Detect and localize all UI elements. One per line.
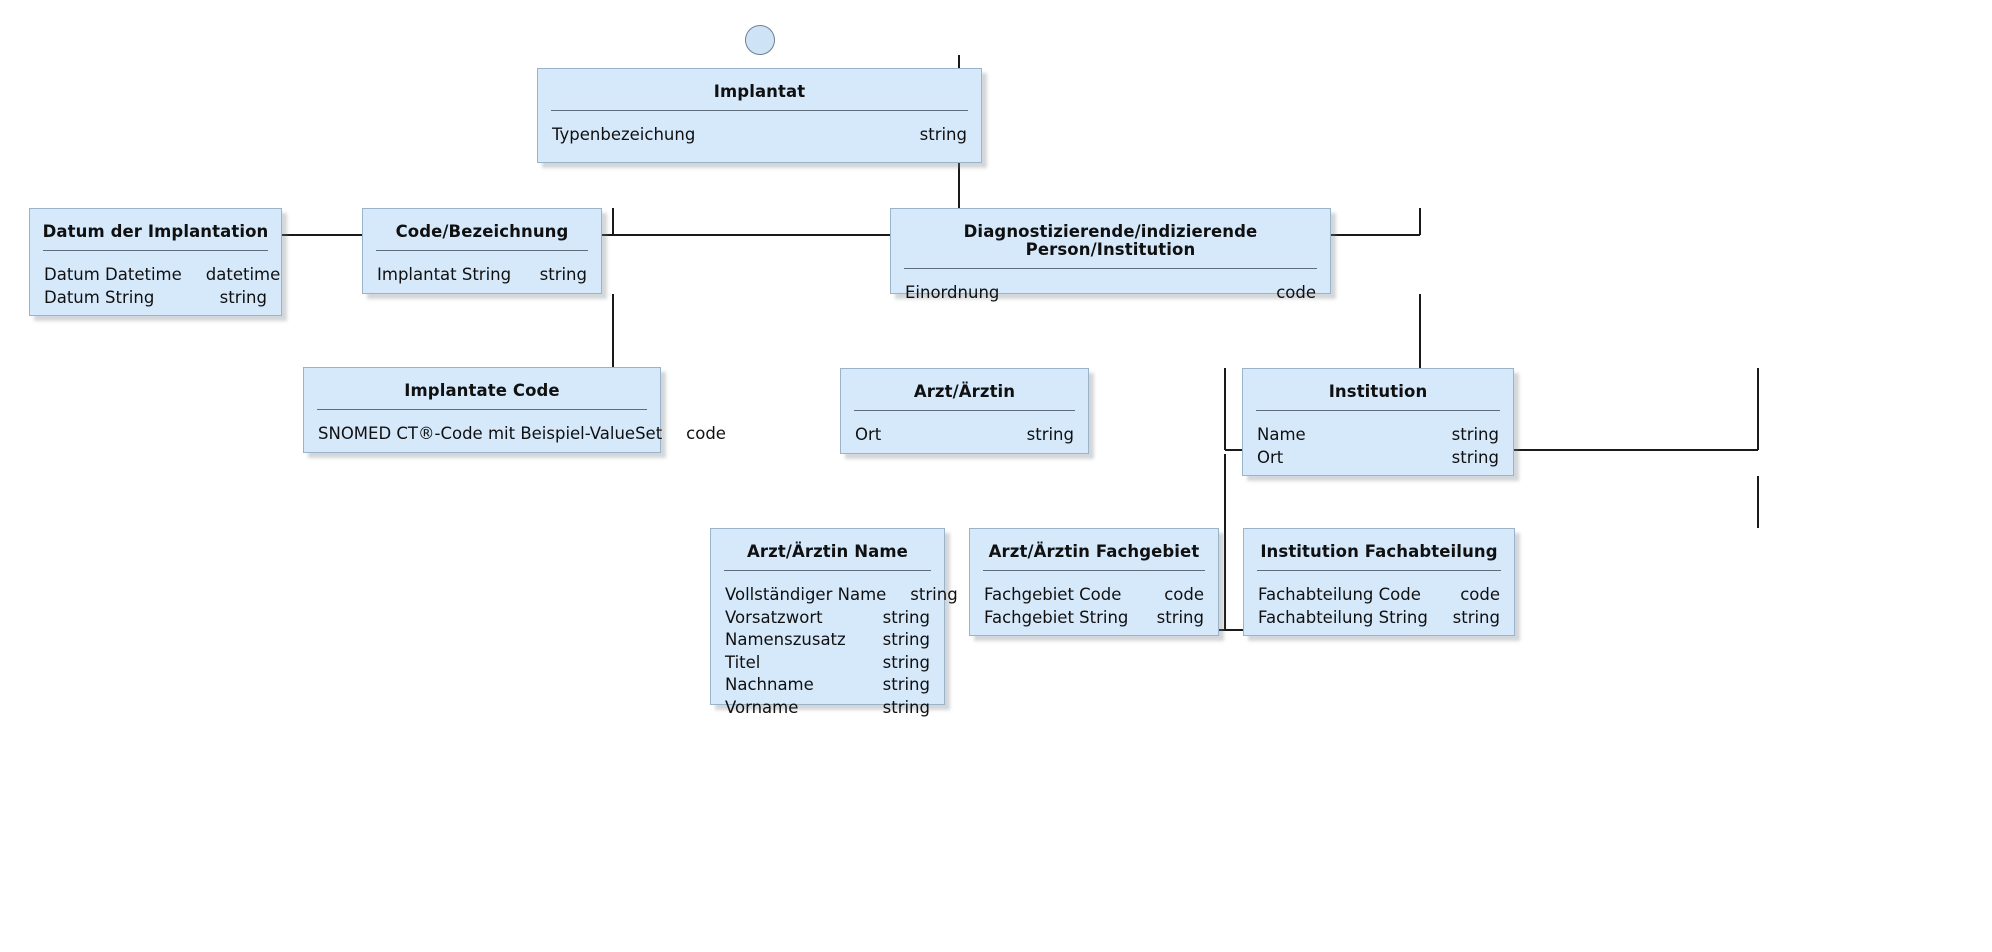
attribute-type: string (882, 697, 930, 717)
attribute-type: string (219, 287, 267, 307)
attribute-row: Nachname string (725, 674, 930, 697)
attribute-row: Einordnung code (905, 282, 1316, 305)
attribute-type: string (882, 675, 930, 695)
attribute-row: Vorsatzwort string (725, 607, 930, 630)
class-node-title: Institution Fachabteilung (1260, 542, 1498, 561)
attribute-type: code (1276, 283, 1316, 303)
attribute-row: Datum String string (44, 287, 267, 310)
attribute-type: code (1164, 585, 1204, 605)
attribute-name: Name (1257, 425, 1306, 445)
title-divider (1256, 410, 1500, 412)
class-node-title: Arzt/Ärztin (913, 382, 1016, 401)
class-node-diagnostizierende-person-institution[interactable]: Diagnostizierende/indizierende Person/In… (890, 208, 1331, 302)
attribute-type: string (1452, 607, 1500, 627)
attribute-type: string (1026, 425, 1074, 445)
attribute-type: datetime (205, 265, 281, 285)
class-node-title: Arzt/Ärztin Name (747, 542, 908, 561)
attribute-list: Ort string (841, 411, 1088, 461)
attribute-name: Fachgebiet Code (984, 585, 1122, 605)
attribute-row: Name string (1257, 424, 1499, 447)
attribute-name: Implantat String (377, 265, 512, 285)
attribute-row: Fachabteilung String string (1258, 607, 1500, 630)
attribute-row: Vorname string (725, 697, 930, 720)
attribute-name: Einordnung (905, 283, 1000, 303)
attribute-name: Vollständiger Name (725, 585, 887, 605)
attribute-name: Datum Datetime (44, 265, 182, 285)
attribute-type: string (882, 630, 930, 650)
attribute-type: string (1156, 607, 1204, 627)
attribute-type: string (919, 125, 967, 145)
title-divider (43, 250, 268, 252)
attribute-type: string (910, 585, 958, 605)
attribute-type: code (686, 424, 726, 444)
attribute-row: Ort string (855, 424, 1074, 447)
class-node-title: Code/Bezeichnung (395, 222, 569, 241)
attribute-name: Fachabteilung String (1258, 607, 1428, 627)
attribute-type: string (882, 607, 930, 627)
attribute-type: string (1451, 425, 1499, 445)
class-node-title: Implantat (713, 82, 806, 101)
title-divider (551, 110, 968, 112)
attribute-row: Namenszusatz string (725, 629, 930, 652)
attribute-row: Datum Datetime datetime (44, 264, 280, 287)
attribute-row: Titel string (725, 652, 930, 675)
attribute-type: string (539, 265, 587, 285)
title-divider (854, 410, 1075, 412)
attribute-type: string (882, 652, 930, 672)
attribute-name: Datum String (44, 287, 155, 307)
title-divider (1257, 570, 1501, 572)
attribute-row: Fachgebiet Code code (984, 584, 1204, 607)
attribute-name: Typenbezeichung (552, 125, 696, 145)
attribute-name: Namenszusatz (725, 630, 846, 650)
attribute-row: Fachabteilung Code code (1258, 584, 1500, 607)
attribute-name: Titel (725, 652, 761, 672)
attribute-name: Ort (855, 425, 882, 445)
attribute-row: Ort string (1257, 447, 1499, 470)
class-node-title: Datum der Implantation (42, 222, 269, 241)
class-node-title: Arzt/Ärztin Fachgebiet (988, 542, 1200, 561)
attribute-row: Typenbezeichung string (552, 124, 967, 147)
root-circle-node (744, 25, 775, 55)
attribute-name: SNOMED CT®-Code mit Beispiel-ValueSet (318, 424, 663, 444)
attribute-list: Implantat String string (363, 251, 601, 301)
title-divider (904, 268, 1317, 270)
attribute-name: Vorname (725, 697, 799, 717)
attribute-name: Nachname (725, 675, 814, 695)
title-divider (317, 409, 647, 411)
attribute-row: Fachgebiet String string (984, 607, 1204, 630)
attribute-type: string (1451, 447, 1499, 467)
title-divider (376, 250, 588, 252)
attribute-name: Ort (1257, 447, 1284, 467)
attribute-row: Implantat String string (377, 264, 587, 287)
attribute-type: code (1460, 585, 1500, 605)
attribute-row: SNOMED CT®-Code mit Beispiel-ValueSet cod… (318, 423, 726, 446)
attribute-list: Typenbezeichung string (538, 111, 981, 161)
class-node-title: Institution (1328, 382, 1428, 401)
class-node-title: Implantate Code (404, 381, 560, 400)
attribute-name: Fachabteilung Code (1258, 585, 1421, 605)
title-divider (983, 570, 1205, 572)
title-divider (724, 570, 931, 572)
attribute-row: Vollständiger Name string (725, 584, 958, 607)
class-node-title: Diagnostizierende/indizierende Person/In… (963, 222, 1258, 260)
attribute-list: Einordnung code (891, 269, 1330, 319)
attribute-name: Fachgebiet String (984, 607, 1129, 627)
attribute-list: SNOMED CT®-Code mit Beispiel-ValueSet cod… (304, 410, 726, 460)
attribute-name: Vorsatzwort (725, 607, 823, 627)
